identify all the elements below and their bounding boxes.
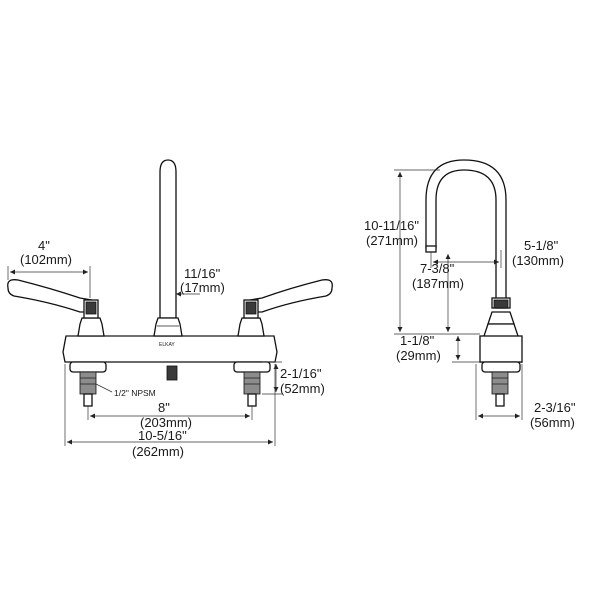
center-shank — [166, 365, 178, 381]
dimension-overall-height: 10-11/16" (271mm) — [364, 169, 480, 335]
overall-height-metric: (271mm) — [366, 233, 418, 248]
spout-height-imperial: 7-3/8" — [420, 261, 455, 276]
right-handle — [237, 279, 333, 337]
logo-text: ELKAY — [159, 342, 175, 348]
spout-front — [153, 159, 183, 337]
spout-reach-imperial: 5-1/8" — [524, 238, 559, 253]
side-shank — [481, 361, 521, 407]
shank-depth-imperial: 2-3/16" — [534, 400, 576, 415]
center-spacing-metric: (203mm) — [140, 415, 192, 430]
shank-length-metric: (52mm) — [280, 381, 325, 396]
dimension-overall-width: 10-5/16" (262mm) — [64, 364, 276, 459]
handle-reach-imperial: 4" — [38, 238, 50, 253]
dimension-spout-reach: 5-1/8" (130mm) — [430, 238, 564, 268]
overall-height-imperial: 10-11/16" — [364, 218, 419, 233]
left-handle — [7, 279, 105, 337]
dimension-spout-diameter: 11/16" (17mm) — [176, 266, 225, 297]
dimension-shank-length: 2-1/16" (52mm) — [262, 361, 325, 396]
dimension-body-height: 1-1/8" (29mm) — [396, 333, 480, 363]
body-height-imperial: 1-1/8" — [400, 333, 435, 348]
dimension-spout-height: 7-3/8" (187mm) — [412, 254, 464, 332]
deck-body: ELKAY — [62, 335, 278, 363]
body-height-metric: (29mm) — [396, 348, 441, 363]
dimension-shank-depth: 2-3/16" (56mm) — [475, 364, 576, 430]
shank-length-imperial: 2-1/16" — [280, 366, 322, 381]
dimension-handle-reach: 4" (102mm) — [7, 238, 91, 298]
front-view: ELKAY — [7, 159, 333, 459]
handle-reach-metric: (102mm) — [20, 252, 72, 267]
left-shank — [69, 361, 107, 407]
spout-height-metric: (187mm) — [412, 276, 464, 291]
spout-diameter-imperial: 11/16" — [184, 266, 221, 281]
spout-diameter-metric: (17mm) — [180, 280, 225, 295]
shank-depth-metric: (56mm) — [530, 415, 575, 430]
center-spacing-imperial: 8" — [158, 400, 170, 415]
overall-width-imperial: 10-5/16" — [138, 428, 187, 443]
supply-callout: 1/2" NPSM — [95, 383, 156, 398]
dimension-center-spacing: 8" (203mm) — [87, 400, 253, 430]
side-body — [479, 297, 523, 363]
spout-reach-metric: (130mm) — [512, 253, 564, 268]
right-shank — [233, 361, 271, 407]
overall-width-metric: (262mm) — [132, 444, 184, 459]
side-view: 10-11/16" (271mm) 5-1/8" (130mm) 7-3/8" … — [364, 159, 576, 430]
supply-label: 1/2" NPSM — [114, 388, 156, 398]
